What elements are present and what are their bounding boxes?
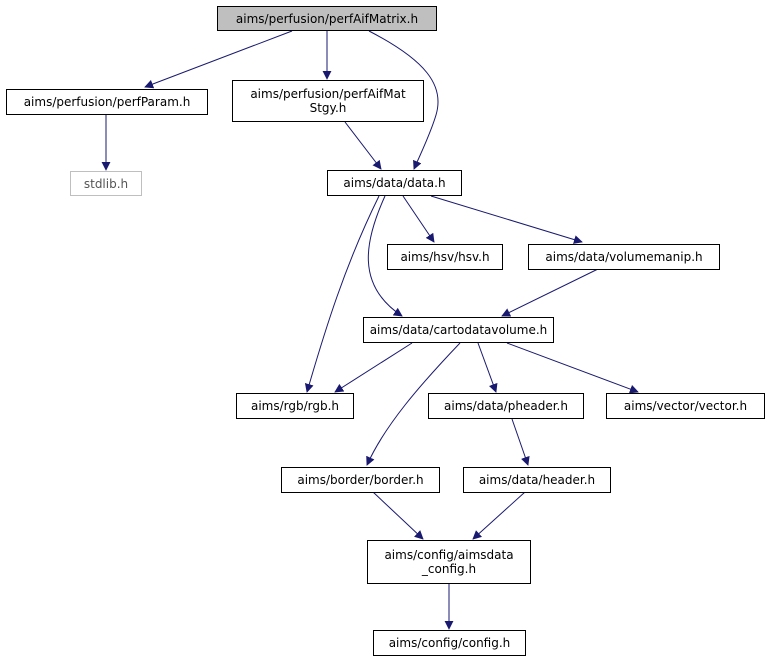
node-stdlib[interactable]: stdlib.h [70, 171, 142, 196]
node-rgb[interactable]: aims/rgb/rgb.h [236, 393, 354, 419]
edge-header-aimsdataconfig [472, 491, 526, 540]
edge-perfaifmatstgy-data [344, 121, 382, 170]
node-border[interactable]: aims/border/border.h [281, 467, 440, 493]
node-pheader[interactable]: aims/data/pheader.h [428, 393, 584, 419]
node-vector[interactable]: aims/vector/vector.h [606, 393, 765, 419]
node-aimsdata-config[interactable]: aims/config/aimsdata _config.h [367, 540, 531, 584]
edge-data-rgb [304, 195, 380, 393]
node-perfaifmatstgy[interactable]: aims/perfusion/perfAifMat Stgy.h [232, 80, 424, 122]
edge-cartodatavolume-vector [506, 342, 639, 394]
edge-volumemanip-cartodatavolume [501, 268, 599, 317]
edge-pheader-header [511, 418, 530, 466]
edge-border-aimsdataconfig [372, 491, 424, 540]
node-cartodatavolume[interactable]: aims/data/cartodatavolume.h [363, 317, 554, 343]
node-data[interactable]: aims/data/data.h [327, 170, 462, 196]
edge-data-volumemanip [430, 195, 583, 244]
edge-perfaifmatrix-perfparam [144, 30, 293, 89]
edge-cartodatavolume-pheader [477, 342, 498, 393]
node-volumemanip[interactable]: aims/data/volumemanip.h [528, 244, 720, 270]
edge-cartodatavolume-border [366, 342, 461, 466]
node-hsv[interactable]: aims/hsv/hsv.h [387, 244, 503, 270]
node-header[interactable]: aims/data/header.h [463, 467, 611, 493]
edge-perfaifmatrix-data [368, 30, 439, 170]
edge-data-cartodatavolume [367, 195, 403, 317]
node-perfaifmatrix: aims/perfusion/perfAifMatrix.h [217, 6, 437, 31]
edge-cartodatavolume-rgb [334, 342, 413, 393]
node-perfparam[interactable]: aims/perfusion/perfParam.h [6, 89, 208, 115]
node-config[interactable]: aims/config/config.h [373, 630, 526, 656]
edge-data-hsv [402, 195, 435, 243]
